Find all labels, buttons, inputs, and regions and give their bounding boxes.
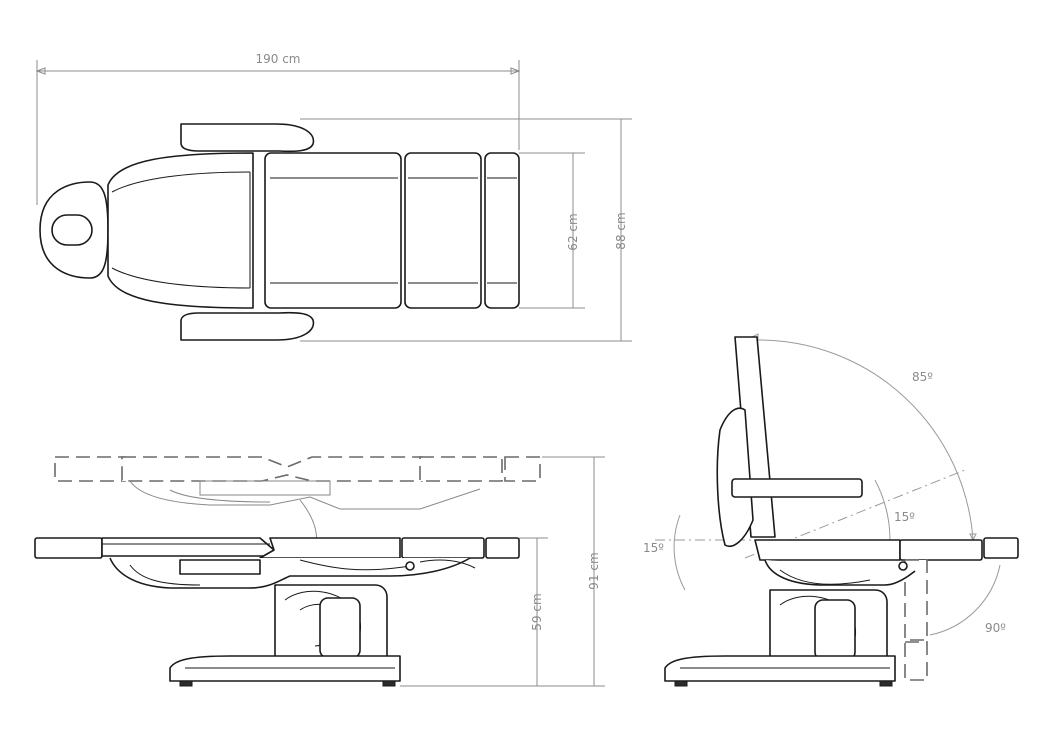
min-height-dimension: 59 cm — [519, 537, 548, 686]
armrest-width-label: 88 cm — [614, 212, 628, 249]
seat-tilt-arc — [874, 479, 891, 541]
top-seat-section — [264, 152, 402, 309]
raised-position-ghost — [54, 456, 541, 561]
side-head-section — [34, 537, 103, 559]
upright-foot-section — [983, 537, 1019, 559]
armrest-width-dimension: 88 cm — [300, 118, 632, 342]
side-back-section — [101, 537, 275, 557]
upright-armrest — [731, 478, 863, 498]
side-armrest — [179, 559, 261, 575]
backrest-angle-arc — [757, 339, 974, 541]
seat-tilt-label: 15º — [894, 510, 915, 524]
upright-leg-section — [899, 539, 983, 561]
min-height-label: 59 cm — [530, 593, 544, 630]
leg-rest-angle-label: 90º — [985, 621, 1006, 635]
seat-width-dimension: 62 cm — [519, 152, 585, 309]
side-view-height: 91 cm 59 cm — [34, 456, 605, 687]
leg-rest-arc — [929, 564, 1001, 636]
upright-seat — [754, 539, 901, 561]
top-view: 190 cm 62 cm — [35, 52, 632, 342]
folded-leg-rest-ghost — [904, 559, 928, 641]
top-foot-section — [484, 152, 520, 309]
top-back-section — [107, 152, 254, 309]
side-leg-section — [401, 537, 485, 559]
top-armrest-lower — [180, 311, 315, 341]
max-height-dimension: 91 cm — [400, 456, 605, 687]
side-seat-section — [259, 537, 401, 559]
length-dimension: 190 cm — [35, 52, 521, 205]
seat-width-label: 62 cm — [566, 213, 580, 250]
length-label: 190 cm — [255, 52, 300, 66]
max-height-label: 91 cm — [587, 552, 601, 589]
reverse-tilt-label: 15º — [643, 541, 664, 555]
backrest-angle-label: 85º — [912, 370, 933, 384]
side-foot-section — [485, 537, 520, 559]
side-view-angles: 85º 15º 15º 90º — [643, 333, 1019, 687]
top-headrest-face-hole — [51, 214, 93, 246]
top-armrest-upper — [180, 123, 315, 153]
reverse-tilt-arc — [673, 514, 686, 591]
top-leg-section — [404, 152, 482, 309]
